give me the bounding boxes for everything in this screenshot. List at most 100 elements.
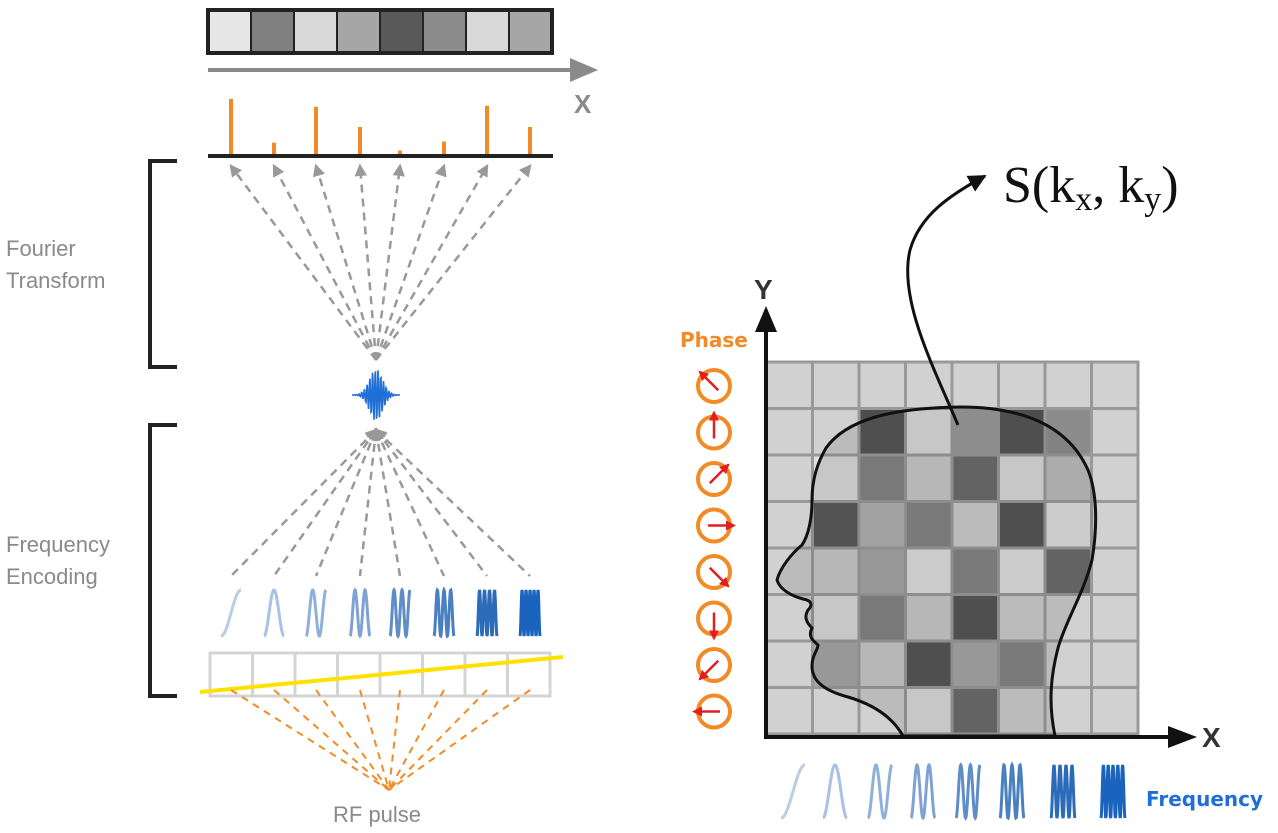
slice-cell [251, 651, 297, 698]
k-grid-cell [811, 407, 861, 457]
k-grid-cell [997, 360, 1047, 410]
frequency-encoding-bracket [148, 423, 177, 698]
enc-dashed-line [230, 428, 378, 577]
strip-cell [250, 9, 295, 54]
rf-dashed-line [388, 689, 401, 791]
strip-cell [207, 9, 252, 54]
y-axis-label: Y [754, 274, 773, 305]
enc-dashed-line [314, 427, 378, 577]
head-silhouette [775, 405, 1098, 738]
frequency-wave [263, 588, 285, 638]
enc-dashed-line [374, 428, 531, 577]
k-grid-cell [764, 639, 814, 689]
k-grid-cell [997, 500, 1047, 550]
k-grid-cell [950, 686, 1000, 736]
right-panel: Y X Phase Frequency S(kx, ky) [680, 157, 1263, 821]
k-grid-cell [811, 360, 861, 410]
k-grid-cell [857, 453, 907, 503]
k-grid-cell [1090, 500, 1140, 550]
frequency-wave [1099, 764, 1127, 819]
frequency-wave [348, 587, 372, 639]
fourier-bracket [148, 159, 177, 369]
frequency-wave [220, 588, 242, 638]
formula-mid: , k [1092, 157, 1144, 214]
rf-pulse-label: RF pulse [333, 802, 421, 827]
phase-label: Phase [680, 328, 748, 352]
frequency-wave [909, 762, 937, 821]
k-grid-cell [904, 593, 954, 643]
frequency-wave [867, 763, 893, 820]
k-grid-cell [904, 360, 954, 410]
x-axis-label: X [1202, 722, 1221, 753]
spectrum-bar [442, 141, 446, 155]
spectrum-bar [398, 150, 402, 155]
fourier-label-line1: Fourier [6, 236, 76, 261]
rf-dashed-line [273, 689, 390, 791]
k-grid-cell [1090, 639, 1140, 689]
fourier-dashed-arrows [229, 163, 532, 361]
y-axis-arrowhead [755, 306, 777, 332]
signal-curve-arrow [906, 174, 987, 426]
k-grid-cell [1090, 686, 1140, 736]
k-grid-cell [857, 686, 907, 736]
rf-dashed-line [230, 689, 390, 791]
k-grid-cell [764, 453, 814, 503]
frequency-wave [822, 763, 848, 820]
slice-cells-bar [208, 651, 552, 698]
k-grid-cell [811, 639, 861, 689]
freq-enc-label-line2: Encoding [6, 564, 98, 589]
k-grid-cell [857, 639, 907, 689]
strip-cell [422, 9, 467, 54]
k-grid-cell [857, 360, 907, 410]
ft-dashed-arrow [229, 163, 378, 361]
phase-arrow [698, 370, 720, 392]
formula-sub-y: y [1144, 181, 1161, 218]
k-grid-cell [857, 546, 907, 596]
frequency-wave [1049, 764, 1077, 819]
gradient-line [199, 655, 564, 694]
k-grid-cell [950, 639, 1000, 689]
frequency-wave [432, 586, 456, 639]
slice-cell [421, 651, 467, 698]
spectrum-bar [314, 106, 318, 155]
k-grid-cell [764, 686, 814, 736]
rf-dashed-line [359, 689, 390, 791]
k-grid-cell [811, 686, 861, 736]
k-grid-cell [904, 500, 954, 550]
k-grid-cell [764, 407, 814, 457]
frequency-spectrum [229, 99, 532, 155]
slice-cell [463, 651, 509, 698]
k-grid-cell [1090, 360, 1140, 410]
phase-rotation-indicators [692, 368, 736, 730]
strip-cell [336, 9, 381, 54]
ft-dashed-arrow [312, 163, 378, 361]
freq-enc-label-line1: Frequency [6, 532, 110, 557]
frequency-wave [475, 589, 499, 637]
k-grid-cell [1090, 407, 1140, 457]
phase-arrow [698, 659, 720, 681]
k-grid-cell [1043, 360, 1093, 410]
spectrum-bar [485, 105, 489, 155]
enc-dashed-line [374, 427, 446, 577]
k-grid-cell [950, 593, 1000, 643]
ft-dashed-arrow [272, 163, 378, 361]
frequency-wave [954, 762, 982, 821]
frequency-wave [780, 763, 806, 820]
frequency-wave [998, 761, 1026, 821]
strip-cell [465, 9, 510, 54]
echo-signal [352, 370, 400, 420]
k-grid-cell [950, 360, 1000, 410]
bottom-frequency-waves [780, 761, 1127, 821]
frequency-wave [304, 588, 328, 638]
strip-cell [293, 9, 338, 54]
ft-dashed-arrow [354, 163, 378, 361]
top-x-axis-label: X [574, 89, 592, 119]
k-grid-cell [1090, 453, 1140, 503]
spectrum-bar [358, 127, 362, 155]
x-axis-arrowhead [1168, 726, 1197, 748]
fourier-label-line2: Transform [6, 268, 105, 293]
frequency-wave [518, 589, 542, 637]
k-grid-cell [1090, 546, 1140, 596]
strip-border [206, 8, 554, 55]
rf-dashed-line [388, 689, 488, 791]
